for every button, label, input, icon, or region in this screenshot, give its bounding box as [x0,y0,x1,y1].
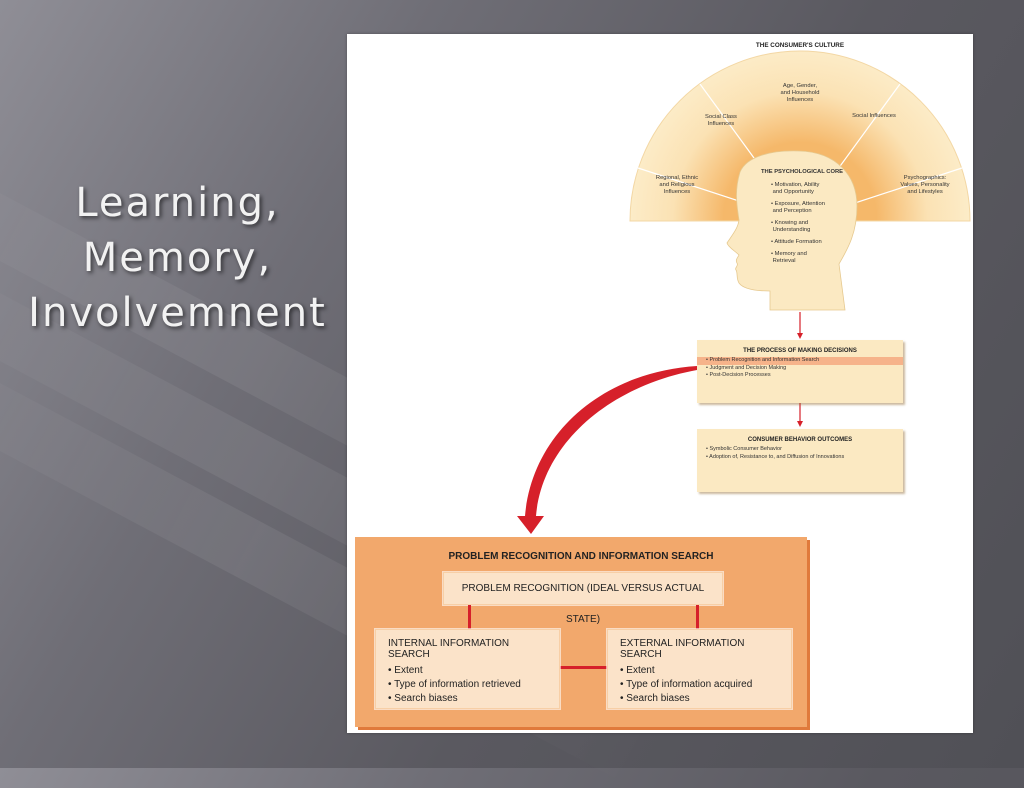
culture-title: THE CONSUMER'S CULTURE [756,42,844,49]
consumer-behavior-outcomes-box: CONSUMER BEHAVIOR OUTCOMES Symbolic Cons… [697,429,903,492]
process-item: Post-Decision Processes [706,372,897,380]
title-line-3: Involvemnent [28,290,327,336]
title-line-2: Memory, [82,235,273,281]
outcomes-item: Symbolic Consumer Behavior [706,446,897,454]
psychological-core: THE PSYCHOLOGICAL CORE • Motivation, Abil… [761,169,843,264]
outcomes-title: CONSUMER BEHAVIOR OUTCOMES [747,437,853,443]
process-of-making-decisions-box: THE PROCESS OF MAKING DECISIONS Problem … [697,340,903,403]
problem-recognition-panel: PROBLEM RECOGNITION AND INFORMATION SEAR… [355,537,807,727]
internal-search-item: Type of information retrieved [388,678,547,692]
psychological-core-item: • Attitude Formation [771,239,822,245]
problem-recognition-box: PROBLEM RECOGNITION (IDEAL VERSUS ACTUAL… [443,572,723,625]
process-to-outcomes-arrowhead [797,421,803,427]
head-silhouette [726,150,858,311]
external-search-item: Extent [620,664,779,678]
external-search-box: EXTERNAL INFORMATION SEARCH Extent Type … [607,629,792,709]
connector-line [468,605,471,629]
psychological-core-item: • Motivation, Ability and Opportunity [771,182,820,195]
internal-search-title: INTERNAL INFORMATION SEARCH [388,638,510,660]
external-search-title: EXTERNAL INFORMATION SEARCH [620,638,745,660]
external-search-item: Search biases [620,692,779,706]
internal-search-box: INTERNAL INFORMATION SEARCH Extent Type … [375,629,560,709]
core-to-process-arrowhead [797,333,803,339]
connector-line [560,666,607,669]
curved-arrow [517,366,697,534]
psychological-core-title: THE PSYCHOLOGICAL CORE [761,169,843,175]
outcomes-item: Adoption of, Resistance to, and Diffusio… [706,454,897,462]
psychological-core-item: • Memory and Retrieval [771,251,807,264]
psychological-core-item: • Exposure, Attention and Perception [771,201,825,214]
process-title: THE PROCESS OF MAKING DECISIONS [743,348,857,354]
fan-segment-label: Social Influences [852,113,896,119]
panel-title: PROBLEM RECOGNITION AND INFORMATION SEAR… [448,551,714,562]
internal-search-item: Extent [388,664,547,678]
process-item-highlighted: Problem Recognition and Information Sear… [697,357,903,365]
culture-fan [629,50,971,222]
external-search-item: Type of information acquired [620,678,779,692]
process-item: Judgment and Decision Making [706,365,897,373]
slide-title: Learning, Memory, Involvemnent [10,176,345,341]
internal-search-item: Search biases [388,692,547,706]
title-line-1: Learning, [75,180,280,226]
psychological-core-item: • Knowing and Understanding [771,220,810,233]
connector-line [696,605,699,629]
